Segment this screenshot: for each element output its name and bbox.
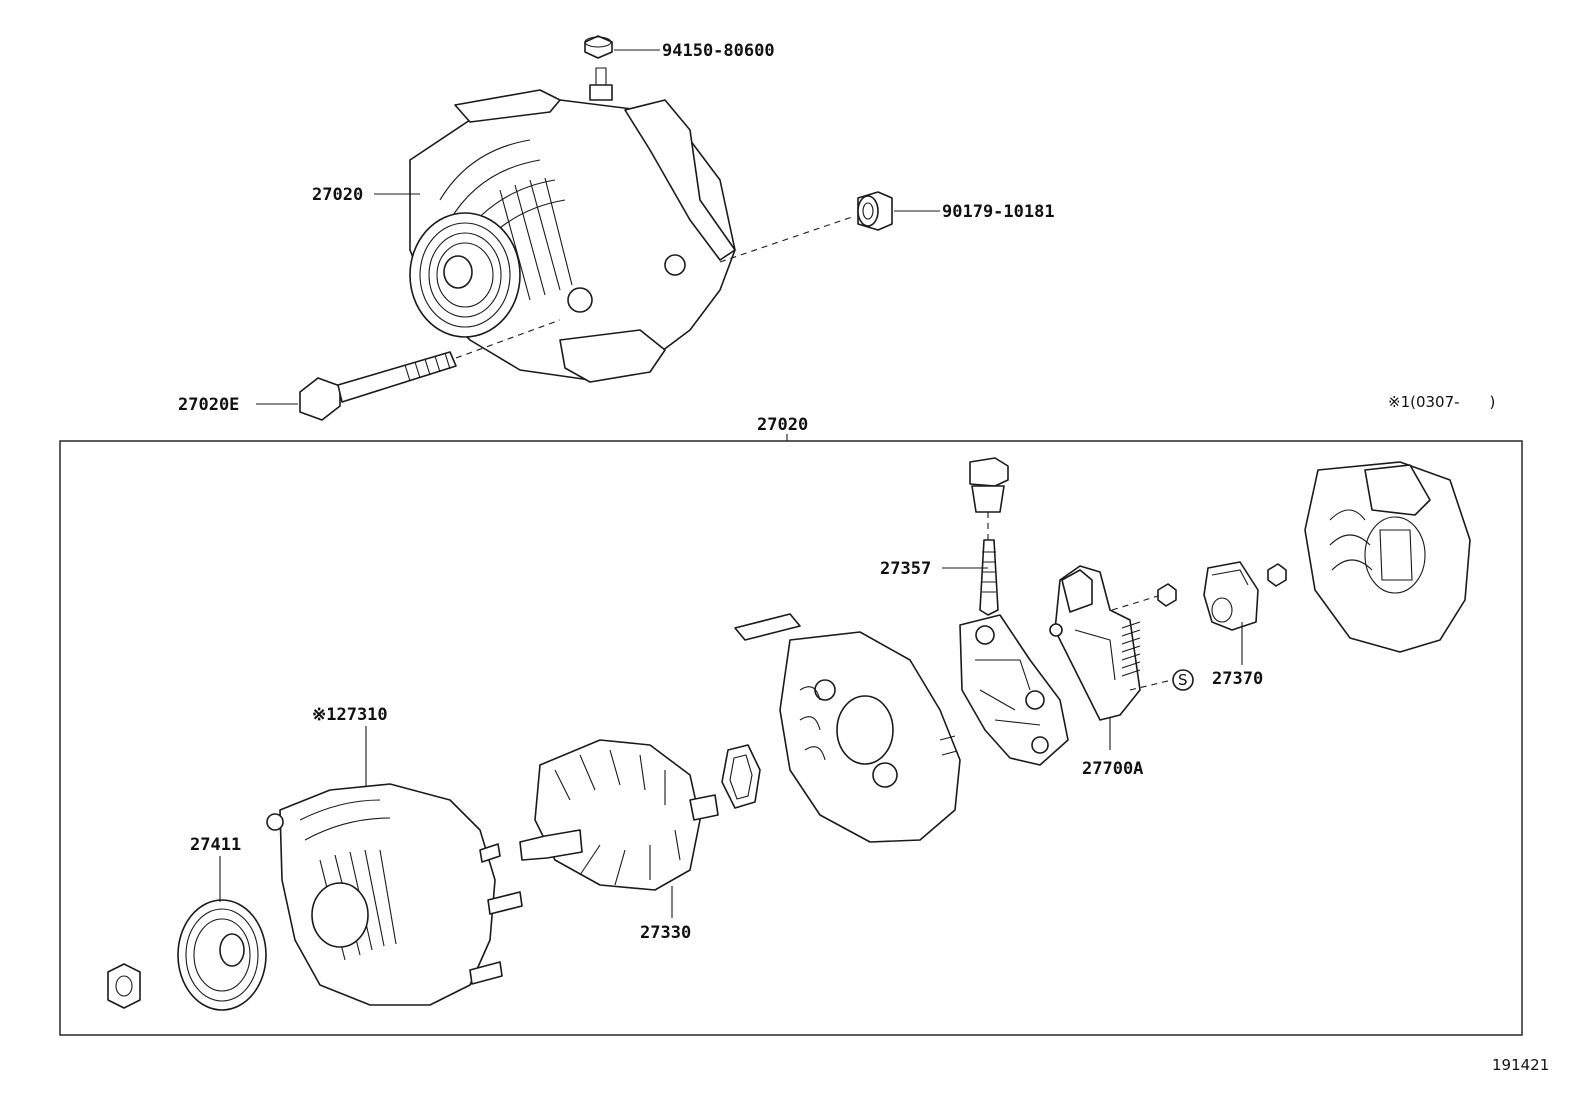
label-27411: 27411 [190,835,241,855]
screw-drawing-1 [1157,583,1177,607]
label-27020-group: 27020 [757,415,808,435]
terminal-27357-drawing [959,457,1069,766]
label-90179-10181: 90179-10181 [942,202,1055,222]
label-27330: 27330 [640,923,691,943]
end-frame-27310-drawing [266,783,523,1006]
exploded-view-frame [59,440,1523,1036]
label-27357: 27357 [880,559,931,579]
note-remark-1: ※1(0307- ) [1388,393,1495,411]
symbol-s-label: S [1178,671,1188,689]
label-27370: 27370 [1212,669,1263,689]
rotor-27330-drawing [519,739,719,891]
gasket-ring-drawing [721,744,761,809]
screw-drawing-2 [1267,563,1287,587]
pulley-nut-drawing [107,963,141,1009]
label-27310: ※127310 [312,705,388,725]
regulator-27700A-drawing [1049,565,1141,721]
nut-94150-80600-drawing [584,35,613,59]
drive-end-frame-drawing [734,613,961,843]
symbol-s-circle [1172,669,1194,691]
alternator-assembly-drawing [409,67,736,383]
brush-holder-27370-drawing [1203,561,1259,631]
rear-cover-drawing [1304,461,1471,653]
label-27700A: 27700A [1082,759,1143,779]
label-27020E: 27020E [178,395,239,415]
label-27020-top: 27020 [312,185,363,205]
pulley-27411-drawing [177,899,267,1011]
bolt-27020E-drawing [299,351,457,421]
drawing-number: 191421 [1492,1056,1549,1074]
cap-90179-10181-drawing [857,191,893,231]
label-94150-80600: 94150-80600 [662,41,775,61]
